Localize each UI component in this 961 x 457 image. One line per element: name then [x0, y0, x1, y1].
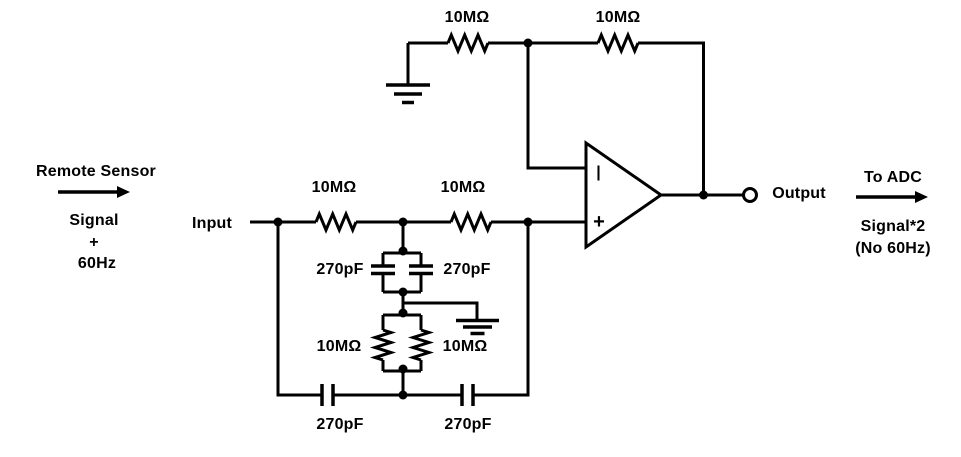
resistor-symbol-series-r1 [314, 210, 358, 234]
opamp-triangle [584, 140, 664, 250]
capacitor-symbol-coupling-c2 [460, 384, 475, 406]
resistor-symbol-feedback-r1 [446, 31, 490, 55]
label-filter-c2: 270pF [443, 261, 491, 278]
ground-icon [386, 43, 430, 105]
filter-network [369, 222, 499, 395]
label-series-r1: 10MΩ [311, 179, 357, 196]
feedback-network [386, 31, 705, 195]
label-to-adc: To ADC [863, 169, 923, 186]
label-input: Input [191, 215, 233, 232]
label-coupling-c2: 270pF [444, 416, 492, 433]
label-filter-r2: 10MΩ [442, 338, 488, 355]
wire-inverting-input [526, 43, 586, 170]
opamp-noninverting-marker: + [593, 211, 605, 233]
capacitor-symbol-coupling-c1 [320, 384, 335, 406]
label-feedback-r1: 10MΩ [444, 9, 490, 26]
label-filter-c1: 270pF [316, 261, 364, 278]
label-filter-r1: 10MΩ [316, 338, 362, 355]
wire-feedback-drop [638, 41, 705, 195]
label-plus: + [89, 234, 99, 251]
resistor-symbol-series-r2 [449, 210, 493, 234]
wire-left-drop [276, 222, 322, 397]
opamp-inverting-marker: | [596, 164, 600, 181]
bottom-rail [276, 222, 530, 406]
junction-dot [398, 364, 408, 374]
output-terminal-icon [742, 187, 758, 203]
label-output: Output [772, 185, 826, 202]
label-series-r2: 10MΩ [440, 179, 486, 196]
label-coupling-c1: 270pF [316, 416, 364, 433]
capacitor-symbol-filter-c-pair [371, 251, 433, 294]
label-signal2: Signal*2 [860, 218, 926, 235]
resistor-symbol-filter-r-pair [369, 313, 435, 373]
label-remote-sensor: Remote Sensor [36, 163, 156, 180]
right-flow-arrow-icon [856, 191, 928, 203]
junction-dot [398, 390, 408, 400]
resistor-symbol-feedback-r2 [596, 31, 640, 55]
left-flow-arrow-icon [58, 186, 130, 198]
label-60hz: 60Hz [77, 255, 117, 272]
label-signal: Signal [69, 212, 119, 229]
opamp-symbol: | + [584, 140, 758, 250]
input-line [250, 210, 586, 234]
wire-right-drop [473, 222, 530, 397]
label-no-60hz: (No 60Hz) [855, 240, 931, 257]
ground-icon-middle [403, 301, 499, 336]
label-feedback-r2: 10MΩ [595, 9, 641, 26]
junction-dot [699, 190, 708, 200]
